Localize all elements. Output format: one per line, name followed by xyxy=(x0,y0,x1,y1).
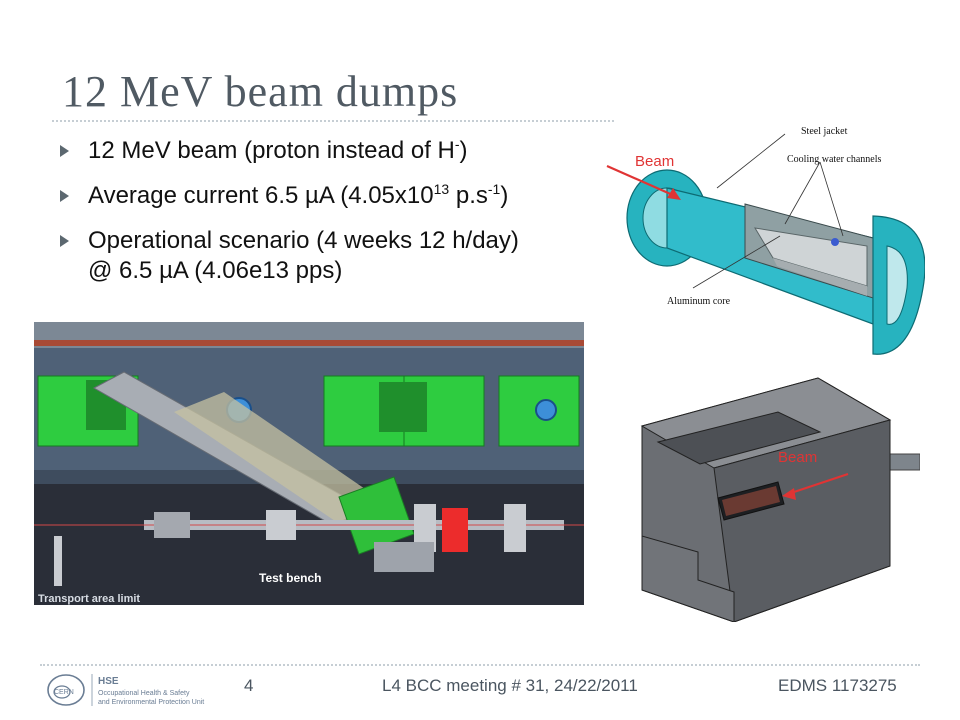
footer-divider xyxy=(40,664,920,666)
hse-text: HSE xyxy=(98,676,119,687)
hse-line2: and Environmental Protection Unit xyxy=(98,699,204,706)
bullet-list: 12 MeV beam (proton instead of H-) Avera… xyxy=(56,136,616,301)
cern-mark-text: CERN xyxy=(54,689,74,696)
beamline-layout-image: Test bench Transport area limit xyxy=(34,322,584,605)
bullet-superscript: - xyxy=(454,136,460,152)
bullet-text: Operational scenario (4 weeks 12 h/day) xyxy=(88,227,519,254)
bullet-text-end: ) xyxy=(500,182,509,209)
beam-label-top: Beam xyxy=(635,153,674,170)
beam-arrow-icon xyxy=(667,188,681,200)
test-bench-label: Test bench xyxy=(259,571,321,585)
steel-jacket-annotation: Steel jacket xyxy=(801,126,848,137)
footer-edms: EDMS 1173275 xyxy=(778,676,897,695)
bullet-arrow-icon xyxy=(60,145,69,157)
bullet-superscript: 13 xyxy=(433,181,450,197)
title-divider xyxy=(52,120,614,122)
hse-line1: Occupational Health & Safety xyxy=(98,690,190,697)
bullet-item: 12 MeV beam (proton instead of H-) xyxy=(56,136,616,166)
bullet-text-line2: @ 6.5 µA (4.06e13 pps) xyxy=(88,257,343,284)
aluminum-core-annotation: Aluminum core xyxy=(667,296,731,307)
beam-label-bottom: Beam xyxy=(778,449,817,466)
dump-cross-section-drawing: Steel jacket Cooling water channels Alum… xyxy=(606,126,925,355)
bullet-arrow-icon xyxy=(60,190,69,202)
bullet-item: Operational scenario (4 weeks 12 h/day) … xyxy=(56,226,616,286)
bullet-text-end: ) xyxy=(459,137,468,164)
transport-area-label: Transport area limit xyxy=(38,593,140,605)
cooling-channels-annotation: Cooling water channels xyxy=(787,154,882,165)
bullet-arrow-icon xyxy=(60,235,69,247)
page-number: 4 xyxy=(244,676,254,695)
hse-logo: CERN HSE Occupational Health & Safety an… xyxy=(47,674,204,706)
bullet-superscript: -1 xyxy=(487,181,501,197)
slide-title: 12 MeV beam dumps xyxy=(62,67,459,116)
dump-block-drawing: Beam xyxy=(640,377,920,622)
footer-meeting: L4 BCC meeting # 31, 24/22/2011 xyxy=(382,676,638,695)
beam-arrow-icon xyxy=(782,488,796,500)
bullet-item: Average current 6.5 µA (4.05x1013 p.s-1) xyxy=(56,181,616,211)
bullet-text: 12 MeV beam (proton instead of H xyxy=(88,137,455,164)
bullet-text: Average current 6.5 µA (4.05x10 xyxy=(88,182,434,209)
bullet-text-mid: p.s xyxy=(449,182,488,209)
